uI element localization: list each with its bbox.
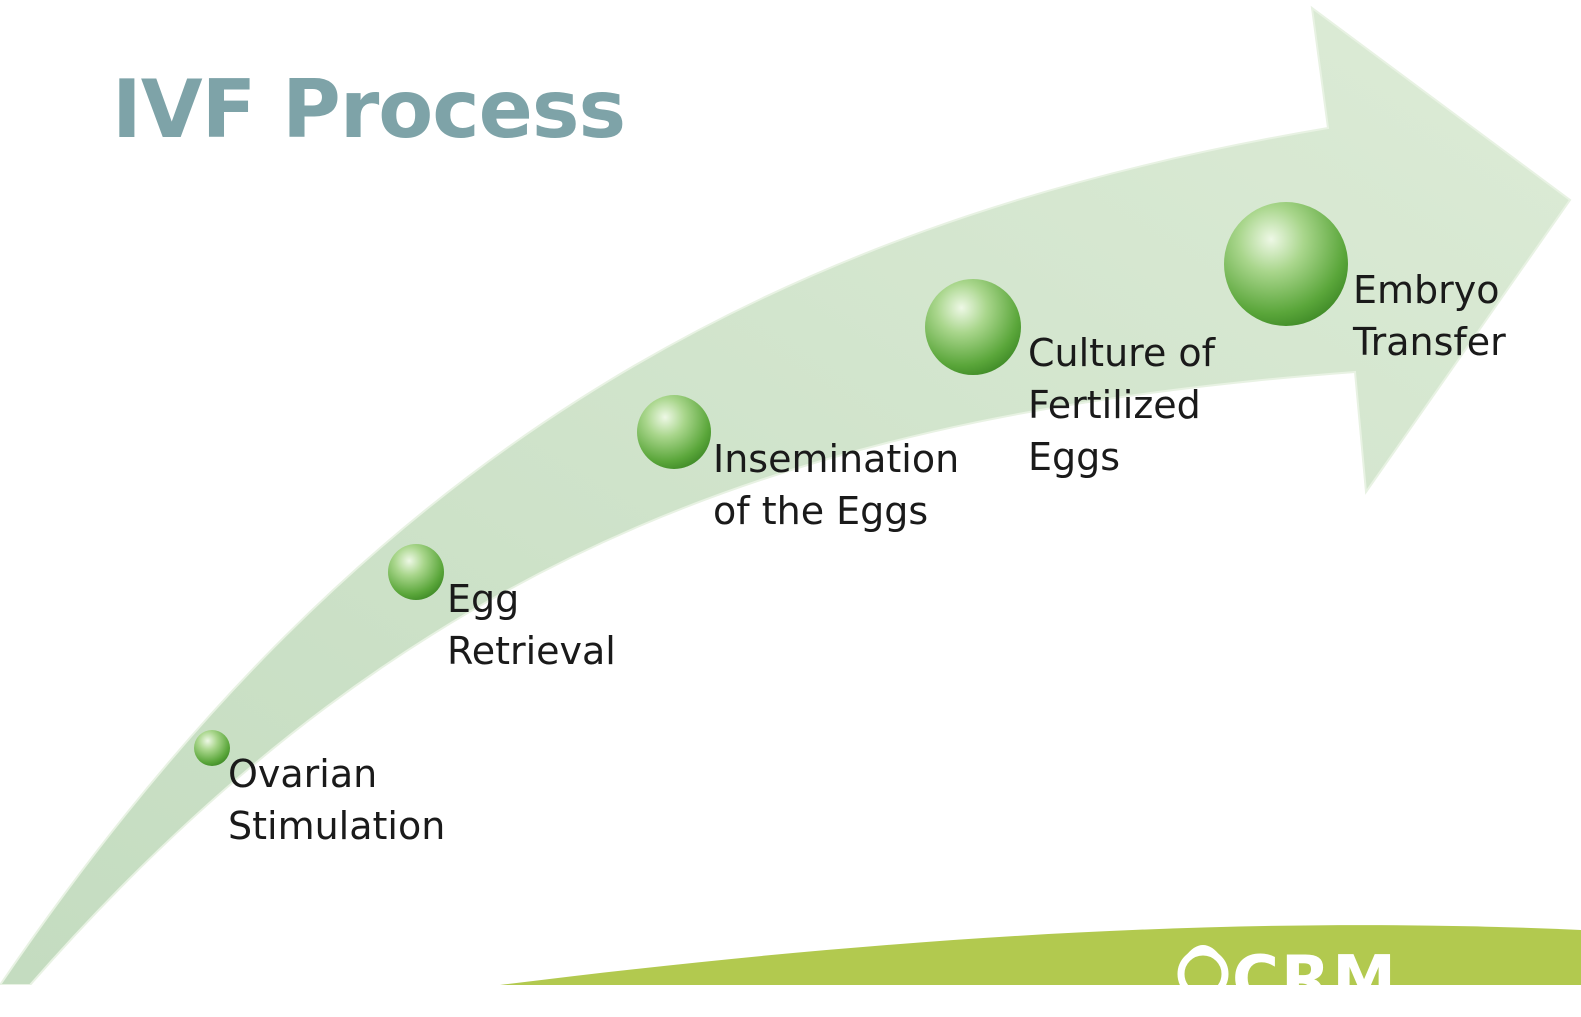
page-title: IVF Process — [112, 63, 626, 156]
step-label-embryo-transfer: Embryo Transfer — [1353, 268, 1506, 364]
footer-logo-text: CRM — [1232, 943, 1398, 1017]
step-marker-culture — [925, 279, 1021, 375]
step-label-egg-retrieval: Egg Retrieval — [447, 577, 616, 673]
step-marker-egg-retrieval — [388, 544, 444, 600]
curved-arrow — [0, 5, 1572, 985]
footer-band — [500, 925, 1581, 985]
ivf-process-diagram — [0, 5, 1581, 985]
step-label-culture: Culture of Fertilized Eggs — [1028, 331, 1216, 479]
step-marker-embryo-transfer — [1224, 202, 1348, 326]
step-label-insemination: Insemination of the Eggs — [713, 437, 960, 533]
step-marker-ovarian-stimulation — [194, 730, 230, 766]
footer-logo-mark — [1177, 945, 1229, 985]
step-label-ovarian-stimulation: Ovarian Stimulation — [228, 752, 446, 848]
step-marker-insemination — [637, 395, 711, 469]
